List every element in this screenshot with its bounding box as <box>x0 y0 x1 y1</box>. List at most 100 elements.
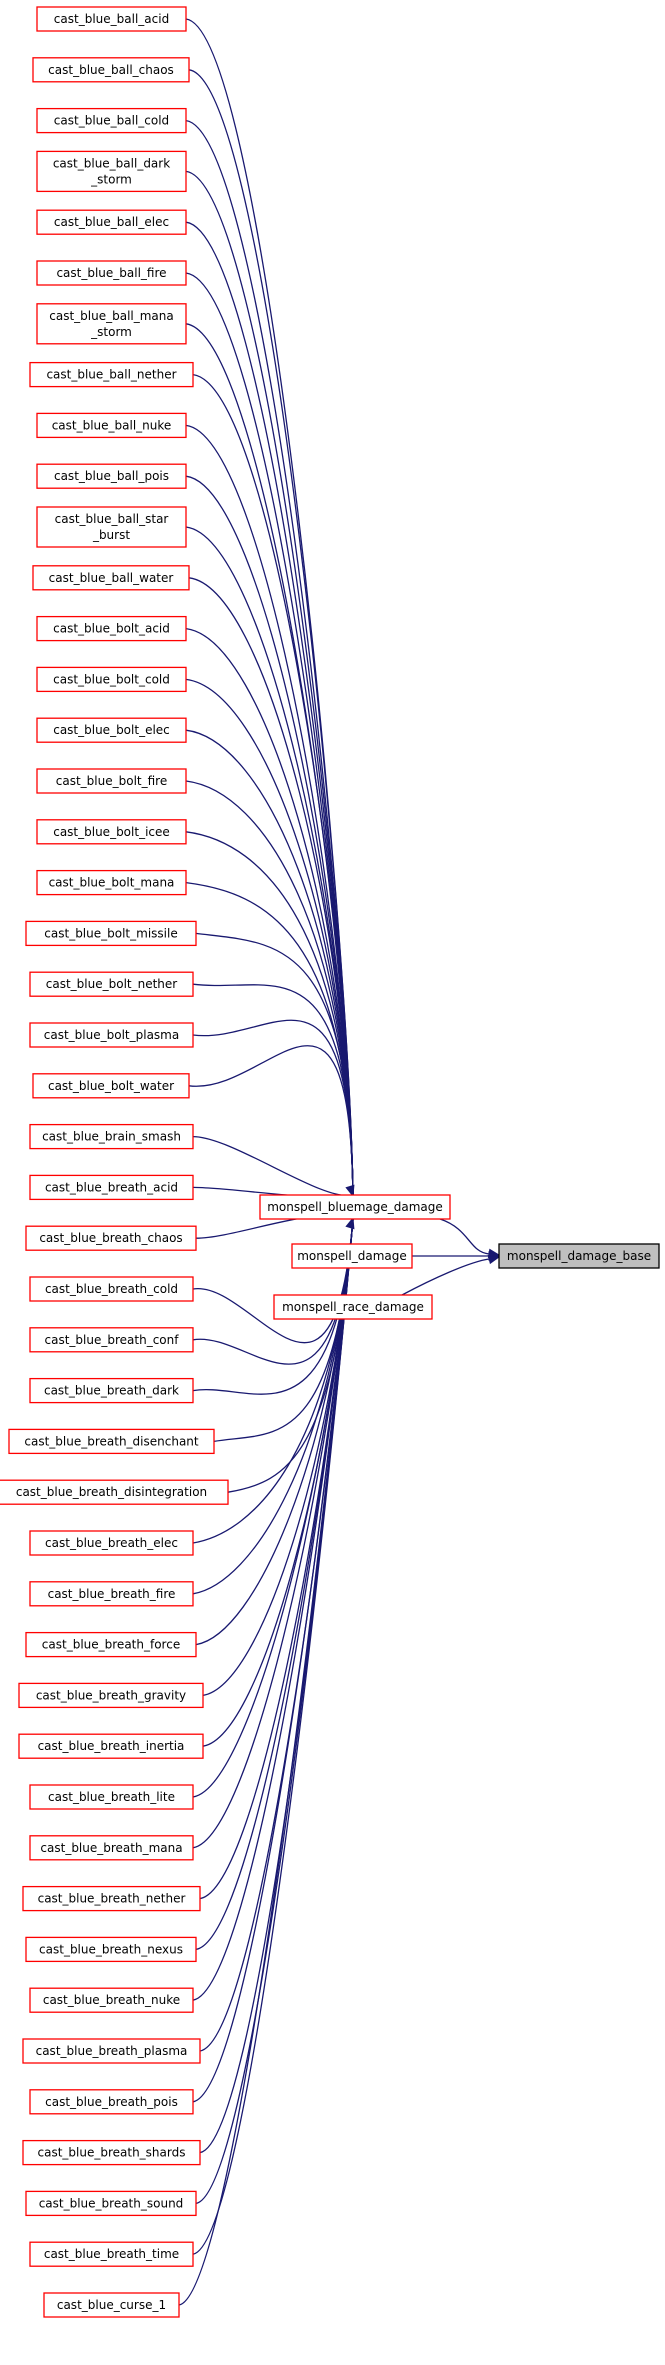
node-label: cast_blue_breath_fire <box>48 1587 176 1601</box>
node-box <box>36 506 187 548</box>
node-monspell-damage-base[interactable]: monspell_damage_base <box>498 1243 660 1269</box>
node-box <box>29 361 194 388</box>
node-box <box>43 2292 180 2318</box>
node-label: cast_blue_bolt_elec <box>53 723 170 737</box>
node-cast-blue-bolt-missile[interactable]: cast_blue_bolt_missile <box>25 920 197 947</box>
node-label: cast_blue_ball_pois <box>54 469 169 483</box>
node-cast-blue-bolt-acid[interactable]: cast_blue_bolt_acid <box>36 615 187 642</box>
edge-cast-blue-breath-pois <box>192 1218 354 2103</box>
edge-cast-blue-ball-cold <box>185 119 354 1196</box>
node-cast-blue-ball-pois[interactable]: cast_blue_ball_pois <box>36 463 187 489</box>
node-label: cast_blue_ball_nuke <box>52 418 172 432</box>
node-cast-blue-breath-lite[interactable]: cast_blue_breath_lite <box>29 1784 194 1810</box>
arrowhead-monspell-race-damage-to-target <box>487 1254 501 1265</box>
node-box <box>29 1835 194 1861</box>
node-cast-blue-breath-sound[interactable]: cast_blue_breath_sound <box>25 2190 197 2217</box>
node-cast-blue-breath-time[interactable]: cast_blue_breath_time <box>29 2241 194 2267</box>
node-cast-blue-curse-1[interactable]: cast_blue_curse_1 <box>43 2292 180 2318</box>
node-cast-blue-breath-nether[interactable]: cast_blue_breath_nether <box>22 1885 201 1912</box>
edge-cast-blue-bolt-water <box>188 1045 354 1196</box>
node-label: cast_blue_ball_water <box>49 571 174 585</box>
edge-cast-blue-ball-water <box>188 577 354 1196</box>
node-cast-blue-ball-acid[interactable]: cast_blue_ball_acid <box>36 6 187 32</box>
node-cast-blue-breath-conf[interactable]: cast_blue_breath_conf <box>29 1327 194 1353</box>
node-label: cast_blue_breath_time <box>44 2247 179 2261</box>
node-cast-blue-ball-elec[interactable]: cast_blue_ball_elec <box>36 209 187 235</box>
node-label: monspell_race_damage <box>282 1300 424 1314</box>
node-label: _storm <box>90 325 132 339</box>
node-box <box>29 1022 194 1048</box>
node-label: cast_blue_curse_1 <box>57 2298 166 2312</box>
node-cast-blue-breath-cold[interactable]: cast_blue_breath_cold <box>29 1276 194 1302</box>
node-label: cast_blue_ball_elec <box>54 215 169 229</box>
node-cast-blue-bolt-plasma[interactable]: cast_blue_bolt_plasma <box>29 1022 194 1048</box>
node-cast-blue-breath-nuke[interactable]: cast_blue_breath_nuke <box>29 1987 194 2013</box>
node-label: cast_blue_breath_disenchant <box>24 1434 199 1448</box>
node-cast-blue-breath-nexus[interactable]: cast_blue_breath_nexus <box>25 1936 197 1963</box>
node-box <box>22 2139 201 2166</box>
node-label: cast_blue_breath_lite <box>48 1790 175 1804</box>
node-cast-blue-brain-smash[interactable]: cast_blue_brain_smash <box>29 1123 194 1150</box>
node-cast-blue-bolt-icee[interactable]: cast_blue_bolt_icee <box>36 819 187 845</box>
node-cast-blue-breath-disenchant[interactable]: cast_blue_breath_disenchant <box>8 1428 215 1455</box>
node-cast-blue-breath-acid[interactable]: cast_blue_breath_acid <box>29 1174 194 1201</box>
node-box <box>36 615 187 642</box>
node-cast-blue-bolt-nether[interactable]: cast_blue_bolt_nether <box>29 971 194 997</box>
node-label: cast_blue_breath_elec <box>45 1536 178 1550</box>
node-cast-blue-ball-chaos[interactable]: cast_blue_ball_chaos <box>32 57 190 83</box>
node-cast-blue-bolt-fire[interactable]: cast_blue_bolt_fire <box>36 768 187 794</box>
node-cast-blue-ball-nuke[interactable]: cast_blue_ball_nuke <box>36 412 187 439</box>
node-box <box>25 1936 197 1963</box>
node-monspell-bluemage-damage[interactable]: monspell_bluemage_damage <box>259 1194 451 1220</box>
node-cast-blue-ball-mana-storm[interactable]: cast_blue_ball_mana_storm <box>36 303 187 345</box>
node-cast-blue-breath-shards[interactable]: cast_blue_breath_shards <box>22 2139 201 2166</box>
node-cast-blue-ball-nether[interactable]: cast_blue_ball_nether <box>29 361 194 388</box>
node-box <box>36 6 187 32</box>
node-box <box>29 1377 194 1404</box>
node-cast-blue-breath-elec[interactable]: cast_blue_breath_elec <box>29 1530 194 1556</box>
node-label: cast_blue_breath_dark <box>44 1384 179 1398</box>
node-cast-blue-ball-cold[interactable]: cast_blue_ball_cold <box>36 107 187 134</box>
node-cast-blue-breath-plasma[interactable]: cast_blue_breath_plasma <box>22 2038 201 2064</box>
node-cast-blue-breath-mana[interactable]: cast_blue_breath_mana <box>29 1835 194 1861</box>
node-cast-blue-breath-chaos[interactable]: cast_blue_breath_chaos <box>25 1225 197 1251</box>
arrowhead-into-hub-bottom <box>345 1216 355 1230</box>
node-cast-blue-ball-water[interactable]: cast_blue_ball_water <box>32 565 190 591</box>
node-cast-blue-ball-star-burst[interactable]: cast_blue_ball_star_burst <box>36 506 187 548</box>
node-box <box>36 107 187 134</box>
node-cast-blue-breath-fire[interactable]: cast_blue_breath_fire <box>29 1581 194 1607</box>
node-box <box>29 1987 194 2013</box>
node-cast-blue-breath-gravity[interactable]: cast_blue_breath_gravity <box>18 1682 204 1709</box>
node-label: cast_blue_breath_conf <box>45 1333 180 1347</box>
node-label: _storm <box>90 172 132 186</box>
node-box <box>29 1123 194 1150</box>
node-cast-blue-breath-disintegration[interactable]: cast_blue_breath_disintegration <box>0 1479 229 1505</box>
node-cast-blue-breath-inertia[interactable]: cast_blue_breath_inertia <box>18 1733 204 1759</box>
node-cast-blue-bolt-elec[interactable]: cast_blue_bolt_elec <box>36 717 187 743</box>
node-cast-blue-ball-fire[interactable]: cast_blue_ball_fire <box>36 260 187 286</box>
edge-cast-blue-ball-mana-storm <box>185 323 354 1196</box>
node-label: monspell_bluemage_damage <box>267 1200 443 1214</box>
node-box <box>25 1631 197 1658</box>
edge-monspell-race-damage-to-target <box>401 1258 490 1296</box>
node-label: cast_blue_breath_sound <box>39 2196 184 2210</box>
node-box <box>36 209 187 235</box>
node-box <box>36 869 187 896</box>
node-label: cast_blue_bolt_fire <box>56 774 167 788</box>
node-cast-blue-breath-dark[interactable]: cast_blue_breath_dark <box>29 1377 194 1404</box>
node-box <box>36 303 187 345</box>
node-monspell-damage[interactable]: monspell_damage <box>291 1243 413 1269</box>
node-cast-blue-bolt-mana[interactable]: cast_blue_bolt_mana <box>36 869 187 896</box>
node-monspell-race-damage[interactable]: monspell_race_damage <box>273 1294 433 1320</box>
node-box <box>259 1194 451 1220</box>
node-label: cast_blue_breath_nether <box>38 1892 186 1906</box>
edge-layer <box>178 18 501 2306</box>
node-cast-blue-bolt-water[interactable]: cast_blue_bolt_water <box>32 1073 190 1099</box>
node-box <box>22 1885 201 1912</box>
node-cast-blue-ball-dark-storm[interactable]: cast_blue_ball_dark_storm <box>36 150 187 193</box>
node-cast-blue-breath-pois[interactable]: cast_blue_breath_pois <box>29 2089 194 2115</box>
node-cast-blue-bolt-cold[interactable]: cast_blue_bolt_cold <box>36 666 187 693</box>
edge-cast-blue-breath-nuke <box>192 1218 354 2001</box>
node-cast-blue-breath-force[interactable]: cast_blue_breath_force <box>25 1631 197 1658</box>
node-box <box>32 565 190 591</box>
